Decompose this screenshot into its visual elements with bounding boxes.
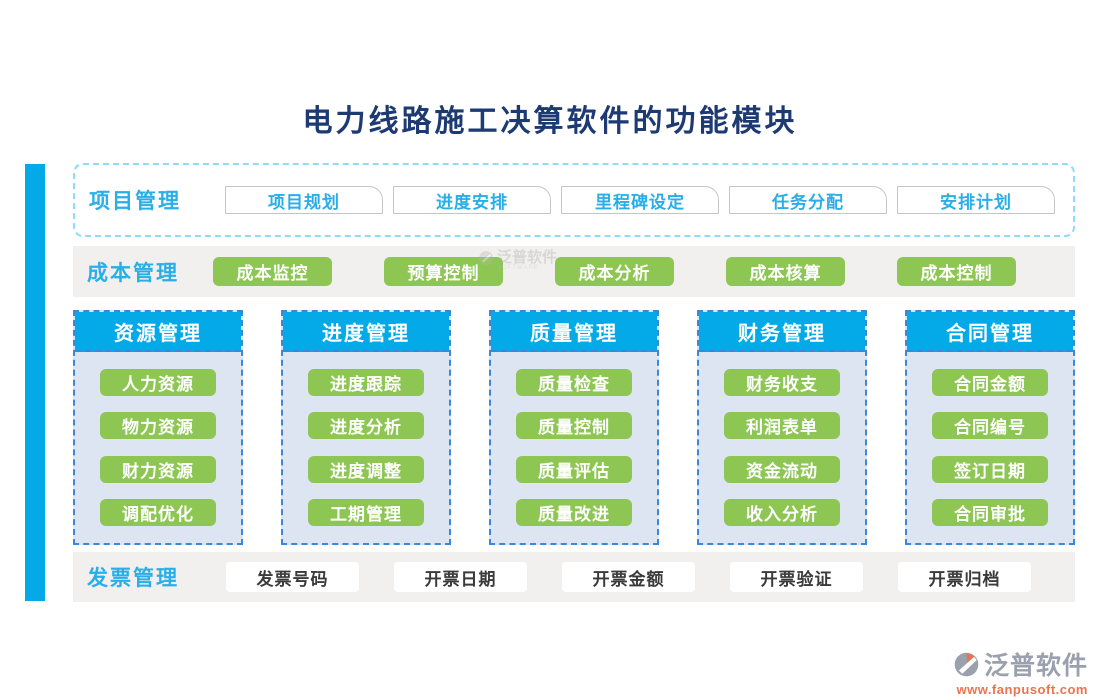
project-management-row: 项目管理 项目规划 进度安排 里程碑设定 任务分配 安排计划 — [73, 163, 1075, 237]
button-financial-resources[interactable]: 财力资源 — [100, 455, 216, 483]
button-contract-approval[interactable]: 合同审批 — [932, 499, 1048, 527]
column-header-quality: 质量管理 — [491, 312, 657, 352]
button-income-analysis[interactable]: 收入分析 — [724, 499, 840, 527]
page-title: 电力线路施工决算软件的功能模块 — [302, 105, 798, 138]
column-quality-management: 质量管理 质量检查 质量控制 质量评估 质量改进 — [489, 310, 659, 545]
column-header-resource: 资源管理 — [75, 312, 241, 352]
button-invoice-date[interactable]: 开票日期 — [394, 562, 527, 592]
button-schedule-adjustment[interactable]: 进度调整 — [308, 455, 424, 483]
button-quality-evaluation[interactable]: 质量评估 — [516, 455, 632, 483]
column-finance-management: 财务管理 财务收支 利润表单 资金流动 收入分析 — [697, 310, 867, 545]
button-signing-date[interactable]: 签订日期 — [932, 455, 1048, 483]
cost-management-row: 成本管理 成本监控 预算控制 成本分析 成本核算 成本控制 — [73, 246, 1075, 297]
button-project-planning[interactable]: 项目规划 — [225, 186, 383, 214]
column-resource-management: 资源管理 人力资源 物力资源 财力资源 调配优化 — [73, 310, 243, 545]
module-columns: 资源管理 人力资源 物力资源 财力资源 调配优化 进度管理 进度跟踪 进度分析 … — [73, 310, 1075, 545]
invoice-row-buttons: 发票号码 开票日期 开票金额 开票验证 开票归档 — [226, 562, 1031, 592]
column-body-contract: 合同金额 合同编号 签订日期 合同审批 — [907, 352, 1073, 543]
fanpu-logo-icon — [954, 652, 979, 676]
project-row-label: 项目管理 — [89, 190, 181, 213]
footer-logo-top: 泛普软件 — [953, 646, 1088, 682]
button-cost-accounting[interactable]: 成本核算 — [726, 257, 845, 286]
cost-row-label: 成本管理 — [87, 261, 179, 285]
button-contract-amount[interactable]: 合同金额 — [932, 368, 1048, 396]
button-cost-monitoring[interactable]: 成本监控 — [213, 257, 332, 286]
column-contract-management: 合同管理 合同金额 合同编号 签订日期 合同审批 — [905, 310, 1075, 545]
button-task-assignment[interactable]: 任务分配 — [729, 186, 887, 214]
column-header-schedule: 进度管理 — [283, 312, 449, 352]
button-profit-statement[interactable]: 利润表单 — [724, 412, 840, 440]
column-header-finance: 财务管理 — [699, 312, 865, 352]
button-duration-management[interactable]: 工期管理 — [308, 499, 424, 527]
button-plan-arrangement[interactable]: 安排计划 — [897, 186, 1055, 214]
button-budget-control[interactable]: 预算控制 — [384, 257, 503, 286]
footer-logo[interactable]: 泛普软件 www.fanpusoft.com — [928, 646, 1088, 697]
button-schedule-analysis[interactable]: 进度分析 — [308, 412, 424, 440]
button-schedule-arrangement[interactable]: 进度安排 — [393, 186, 551, 214]
column-schedule-management: 进度管理 进度跟踪 进度分析 进度调整 工期管理 — [281, 310, 451, 545]
button-cost-analysis[interactable]: 成本分析 — [555, 257, 674, 286]
cost-row-buttons: 成本监控 预算控制 成本分析 成本核算 成本控制 — [213, 257, 1016, 286]
button-human-resources[interactable]: 人力资源 — [100, 368, 216, 396]
button-invoice-archiving[interactable]: 开票归档 — [898, 562, 1031, 592]
column-body-schedule: 进度跟踪 进度分析 进度调整 工期管理 — [283, 352, 449, 543]
button-quality-inspection[interactable]: 质量检查 — [516, 368, 632, 396]
invoice-row-label: 发票管理 — [87, 567, 179, 590]
button-financial-income-expense[interactable]: 财务收支 — [724, 368, 840, 396]
button-cost-control[interactable]: 成本控制 — [897, 257, 1016, 286]
button-quality-control[interactable]: 质量控制 — [516, 412, 632, 440]
column-header-contract: 合同管理 — [907, 312, 1073, 352]
button-invoice-amount[interactable]: 开票金额 — [562, 562, 695, 592]
button-quality-improvement[interactable]: 质量改进 — [516, 499, 632, 527]
invoice-management-row: 发票管理 发票号码 开票日期 开票金额 开票验证 开票归档 — [73, 552, 1075, 602]
button-milestone-setting[interactable]: 里程碑设定 — [561, 186, 719, 214]
button-contract-number[interactable]: 合同编号 — [932, 412, 1048, 440]
button-allocation-optimization[interactable]: 调配优化 — [100, 499, 216, 527]
button-invoice-number[interactable]: 发票号码 — [226, 562, 359, 592]
left-accent-bar — [25, 164, 45, 601]
column-body-resource: 人力资源 物力资源 财力资源 调配优化 — [75, 352, 241, 543]
footer-url[interactable]: www.fanpusoft.com — [956, 682, 1088, 697]
column-body-quality: 质量检查 质量控制 质量评估 质量改进 — [491, 352, 657, 543]
footer-brand-text: 泛普软件 — [983, 652, 1088, 680]
button-capital-flow[interactable]: 资金流动 — [724, 455, 840, 483]
button-invoice-verification[interactable]: 开票验证 — [730, 562, 863, 592]
button-material-resources[interactable]: 物力资源 — [100, 412, 216, 440]
button-schedule-tracking[interactable]: 进度跟踪 — [308, 368, 424, 396]
project-row-buttons: 项目规划 进度安排 里程碑设定 任务分配 安排计划 — [225, 186, 1055, 214]
column-body-finance: 财务收支 利润表单 资金流动 收入分析 — [699, 352, 865, 543]
